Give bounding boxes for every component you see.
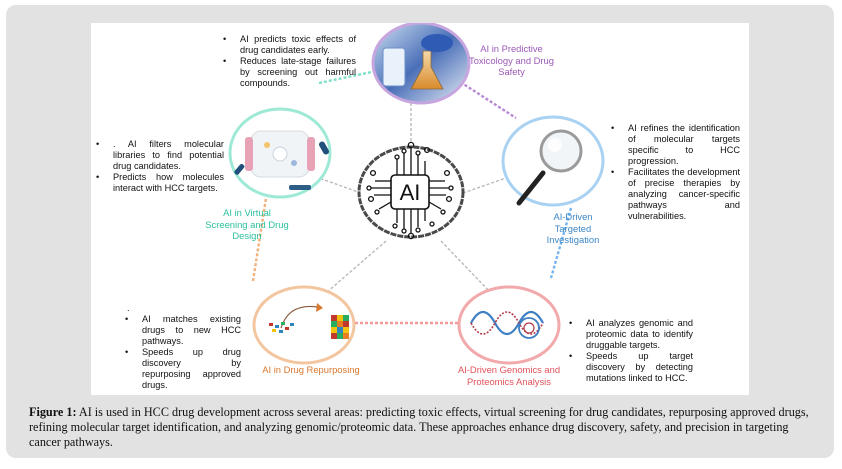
blurb-repurposing: . AI matches existing drugs to new HCC p… <box>123 303 241 391</box>
center-ai-node[interactable]: AI <box>357 141 465 240</box>
bullet-item: AI predicts toxic effects of drug candid… <box>221 34 356 56</box>
blurb-toxicology: AI predicts toxic effects of drug candid… <box>221 34 356 89</box>
molecular-library-illustration <box>234 130 329 190</box>
connector-target-genomics <box>549 207 573 279</box>
magnifying-glass <box>516 129 583 206</box>
bullet-item: AI analyzes genomic and proteomic data t… <box>567 318 693 351</box>
blurb-targeted-investigation: AI refines the identification of molecul… <box>609 123 740 222</box>
bullet-item: Predicts how molecules interact with HCC… <box>94 172 224 194</box>
bullet-item: Reduces late-stage failures by screening… <box>221 56 356 89</box>
figure-caption: Figure 1: AI is used in HCC drug develop… <box>29 405 819 450</box>
lab-flask-photo <box>382 34 453 90</box>
node-repurposing[interactable] <box>252 285 356 365</box>
pills-to-blocks <box>269 303 349 339</box>
bullet-item: Speeds up drug discovery by repurposing … <box>123 347 241 391</box>
center-ai-label: AI <box>400 180 421 205</box>
node-targeted-investigation[interactable] <box>501 115 605 207</box>
node-genomics[interactable] <box>457 285 561 365</box>
node-title-targeted-investigation: AI-Driven Targeted Investigation <box>546 211 600 245</box>
center-spokes <box>290 101 507 294</box>
bullet-item: . AI filters molecular libraries to find… <box>94 139 224 172</box>
dna-helix <box>470 310 544 339</box>
bullet-item: Speeds up target discovery by detecting … <box>567 351 693 384</box>
blurb-virtual-screening: . AI filters molecular libraries to find… <box>94 139 224 194</box>
bullet-item: Facilitates the development of precise t… <box>609 167 740 222</box>
blurb-genomics: AI analyzes genomic and proteomic data t… <box>567 318 693 384</box>
node-title-repurposing: AI in Drug Repurposing <box>262 364 360 375</box>
node-virtual-screening[interactable] <box>228 107 332 199</box>
bullet-item: AI refines the identification of molecul… <box>609 123 740 167</box>
node-title-virtual-screening: AI in Virtual Screening and Drug Design <box>205 207 289 241</box>
caption-label: Figure 1: <box>29 405 77 419</box>
node-title-toxicology: AI in Predictive Toxicology and Drug Saf… <box>469 43 554 77</box>
figure-image: AI <box>91 23 749 395</box>
stray-dot: . <box>127 303 130 313</box>
connector-repurp-vs <box>251 197 268 282</box>
node-toxicology[interactable] <box>371 23 471 105</box>
bullet-item: AI matches existing drugs to new HCC pat… <box>123 314 241 347</box>
caption-text: AI is used in HCC drug development acros… <box>29 405 809 449</box>
diagram-svg: AI <box>228 23 605 365</box>
ai-chip-icon <box>366 141 454 240</box>
node-title-genomics: AI-Driven Genomics and Proteomics Analys… <box>457 364 561 387</box>
